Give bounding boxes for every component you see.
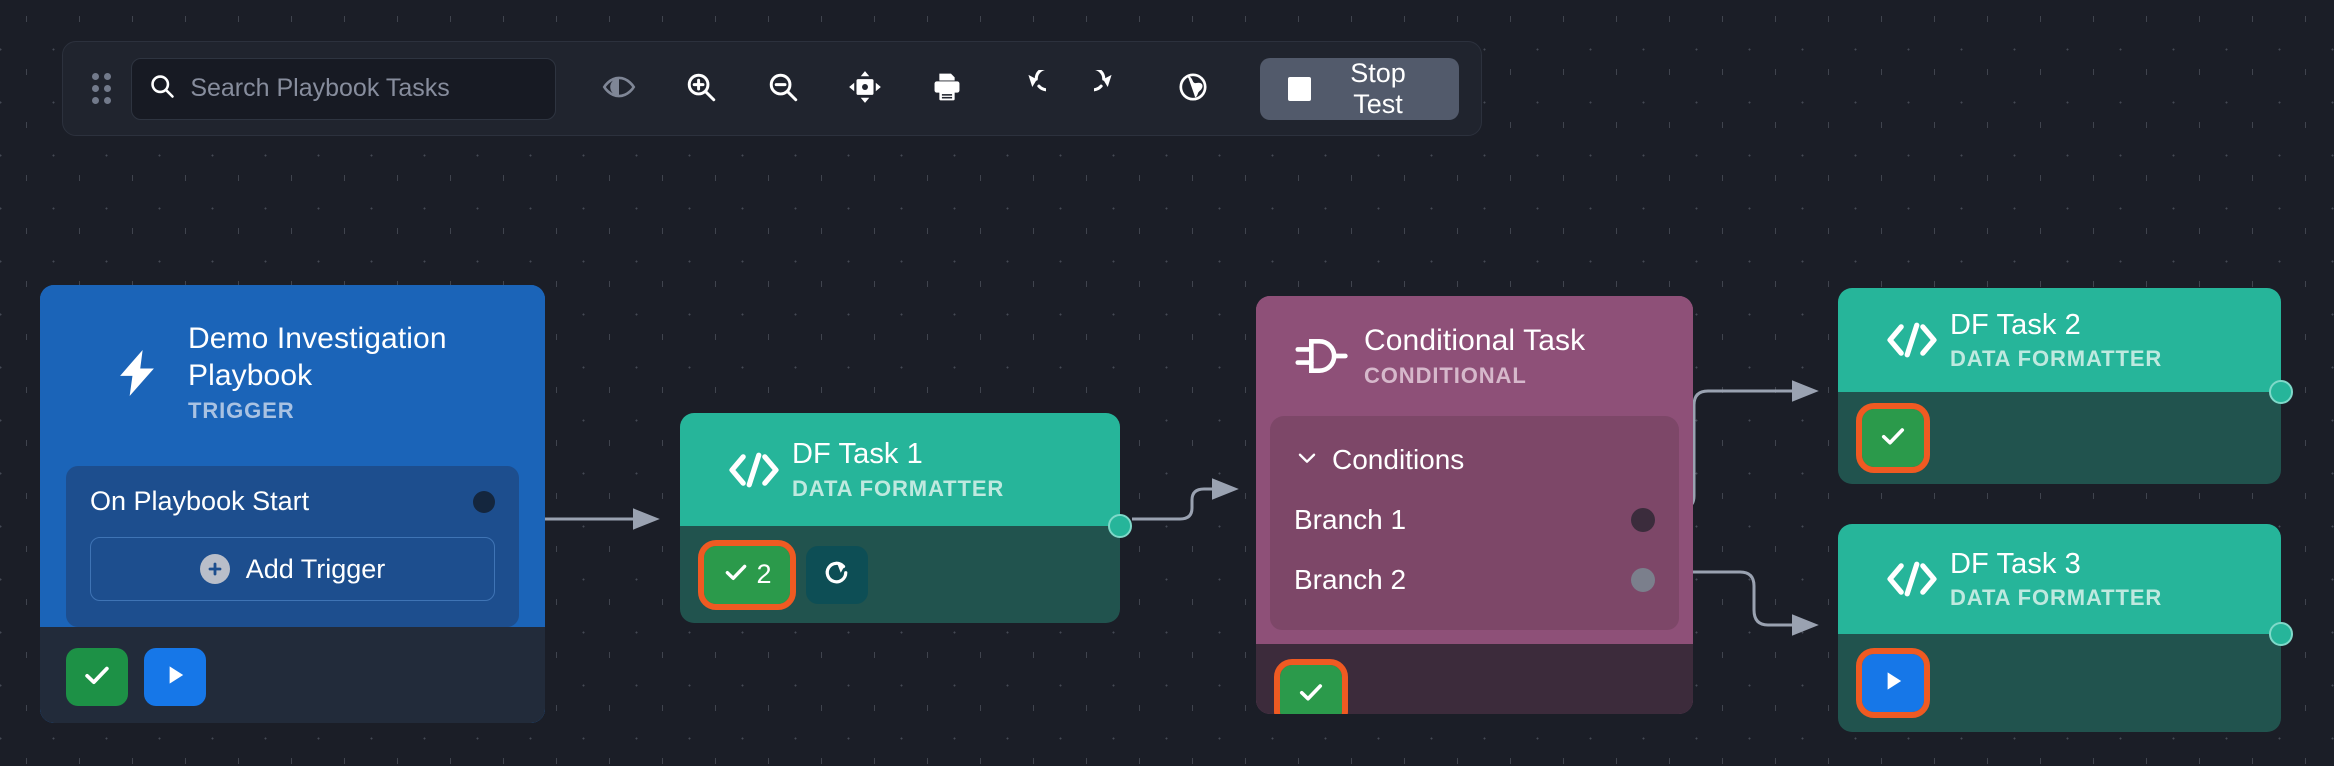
df1-footer: 2 [680,526,1120,623]
stop-test-label: Stop Test [1350,57,1406,119]
code-brackets-icon [1880,557,1944,601]
on-playbook-start-label: On Playbook Start [90,486,310,516]
node-df-task-2[interactable]: DF Task 2 DATA FORMATTER [1838,288,2293,484]
lightning-bolt-icon [100,342,174,404]
redo-arrow-icon [1012,66,1060,107]
node-df-task-3[interactable]: DF Task 3 DATA FORMATTER [1838,524,2293,732]
trigger-title: Demo Investigation Playbook [188,322,447,392]
node-conditional-task[interactable]: Conditional Task CONDITIONAL Conditions … [1256,296,1693,714]
run-badge[interactable] [1856,648,1930,718]
rerun-badge[interactable] [806,545,868,604]
branch-1-output-port[interactable] [1631,508,1655,532]
df3-title: DF Task 3 [1950,547,2081,580]
trigger-body: On Playbook Start Add Trigger [66,466,519,627]
run-badge[interactable] [144,648,206,706]
branch-2-label: Branch 2 [1294,564,1407,595]
logic-gate-icon [1282,332,1360,380]
chevron-down-icon [1294,445,1320,476]
playbook-toolbar: Stop Test [62,41,1482,136]
df1-title: DF Task 1 [792,438,923,471]
status-success-badge[interactable]: 2 [698,539,796,610]
branch-row-2[interactable]: Branch 2 [1270,550,1679,610]
trigger-footer [40,627,545,723]
conditional-subtitle: CONDITIONAL [1364,362,1527,388]
refresh-arrow-icon [822,557,852,592]
df2-title: DF Task 2 [1950,308,2081,341]
drag-dots-icon[interactable] [85,72,117,106]
branch-row-1[interactable]: Branch 1 [1270,490,1679,550]
globe-button[interactable] [1152,58,1234,120]
add-trigger-label: Add Trigger [245,553,386,584]
node-trigger[interactable]: Demo Investigation Playbook TRIGGER On P… [40,285,545,723]
check-icon [1296,677,1326,712]
play-icon [1879,667,1907,700]
print-button[interactable] [906,58,988,120]
zoom-in-button[interactable] [660,58,742,120]
magnifier-plus-icon [684,70,718,107]
fit-to-screen-button[interactable] [824,58,906,120]
trigger-output-port[interactable] [473,490,495,513]
df1-success-count: 2 [756,559,772,589]
add-trigger-button[interactable]: Add Trigger [90,537,495,601]
df2-output-port[interactable] [2269,380,2293,404]
toggle-visibility-button[interactable] [578,58,660,120]
stop-square-icon [1288,76,1312,101]
fit-screen-icon [848,70,882,107]
code-brackets-icon [722,448,786,492]
df2-subtitle: DATA FORMATTER [1950,346,2163,372]
undo-arrow-icon [1081,66,1128,107]
df1-output-port[interactable] [1108,514,1132,538]
df1-header: DF Task 1 DATA FORMATTER [680,413,1120,526]
status-success-badge[interactable] [1856,403,1930,473]
plus-circle-icon [199,554,230,584]
check-icon [1878,421,1908,456]
undo-button[interactable] [1070,58,1152,120]
toolbar-tools [578,58,1234,120]
branch-2-output-port[interactable] [1631,568,1655,592]
globe-icon [1176,70,1210,107]
search-field[interactable] [131,57,557,120]
df3-header: DF Task 3 DATA FORMATTER [1838,524,2281,634]
df3-output-port[interactable] [2269,622,2293,646]
play-icon [161,661,189,694]
df2-footer [1838,392,2281,484]
check-icon [81,659,113,696]
branch-1-label: Branch 1 [1294,504,1407,535]
conditions-panel: Conditions Branch 1 Branch 2 [1270,416,1679,630]
conditions-toggle[interactable]: Conditions [1270,430,1679,490]
on-playbook-start-row[interactable]: On Playbook Start [90,486,495,517]
code-brackets-icon [1880,318,1944,362]
trigger-subtitle: TRIGGER [188,397,295,423]
conditional-header: Conditional Task CONDITIONAL [1256,296,1693,416]
stop-test-button[interactable]: Stop Test [1260,57,1459,120]
conditions-label: Conditions [1332,444,1465,475]
check-icon [722,558,750,591]
magnifier-minus-icon [766,70,800,107]
df3-footer [1838,634,2281,732]
redo-button[interactable] [988,58,1070,120]
eye-icon [602,70,636,107]
status-success-badge[interactable] [66,648,128,706]
search-icon [148,72,176,105]
status-success-badge[interactable] [1274,659,1348,714]
search-input[interactable] [188,73,540,104]
df1-subtitle: DATA FORMATTER [792,475,1005,501]
df2-header: DF Task 2 DATA FORMATTER [1838,288,2281,392]
printer-icon [930,70,964,107]
node-df-task-1[interactable]: DF Task 1 DATA FORMATTER 2 [680,413,1132,623]
trigger-header: Demo Investigation Playbook TRIGGER [40,285,545,460]
conditional-footer [1256,644,1693,714]
zoom-out-button[interactable] [742,58,824,120]
df3-subtitle: DATA FORMATTER [1950,585,2163,611]
conditional-title: Conditional Task [1364,324,1586,358]
